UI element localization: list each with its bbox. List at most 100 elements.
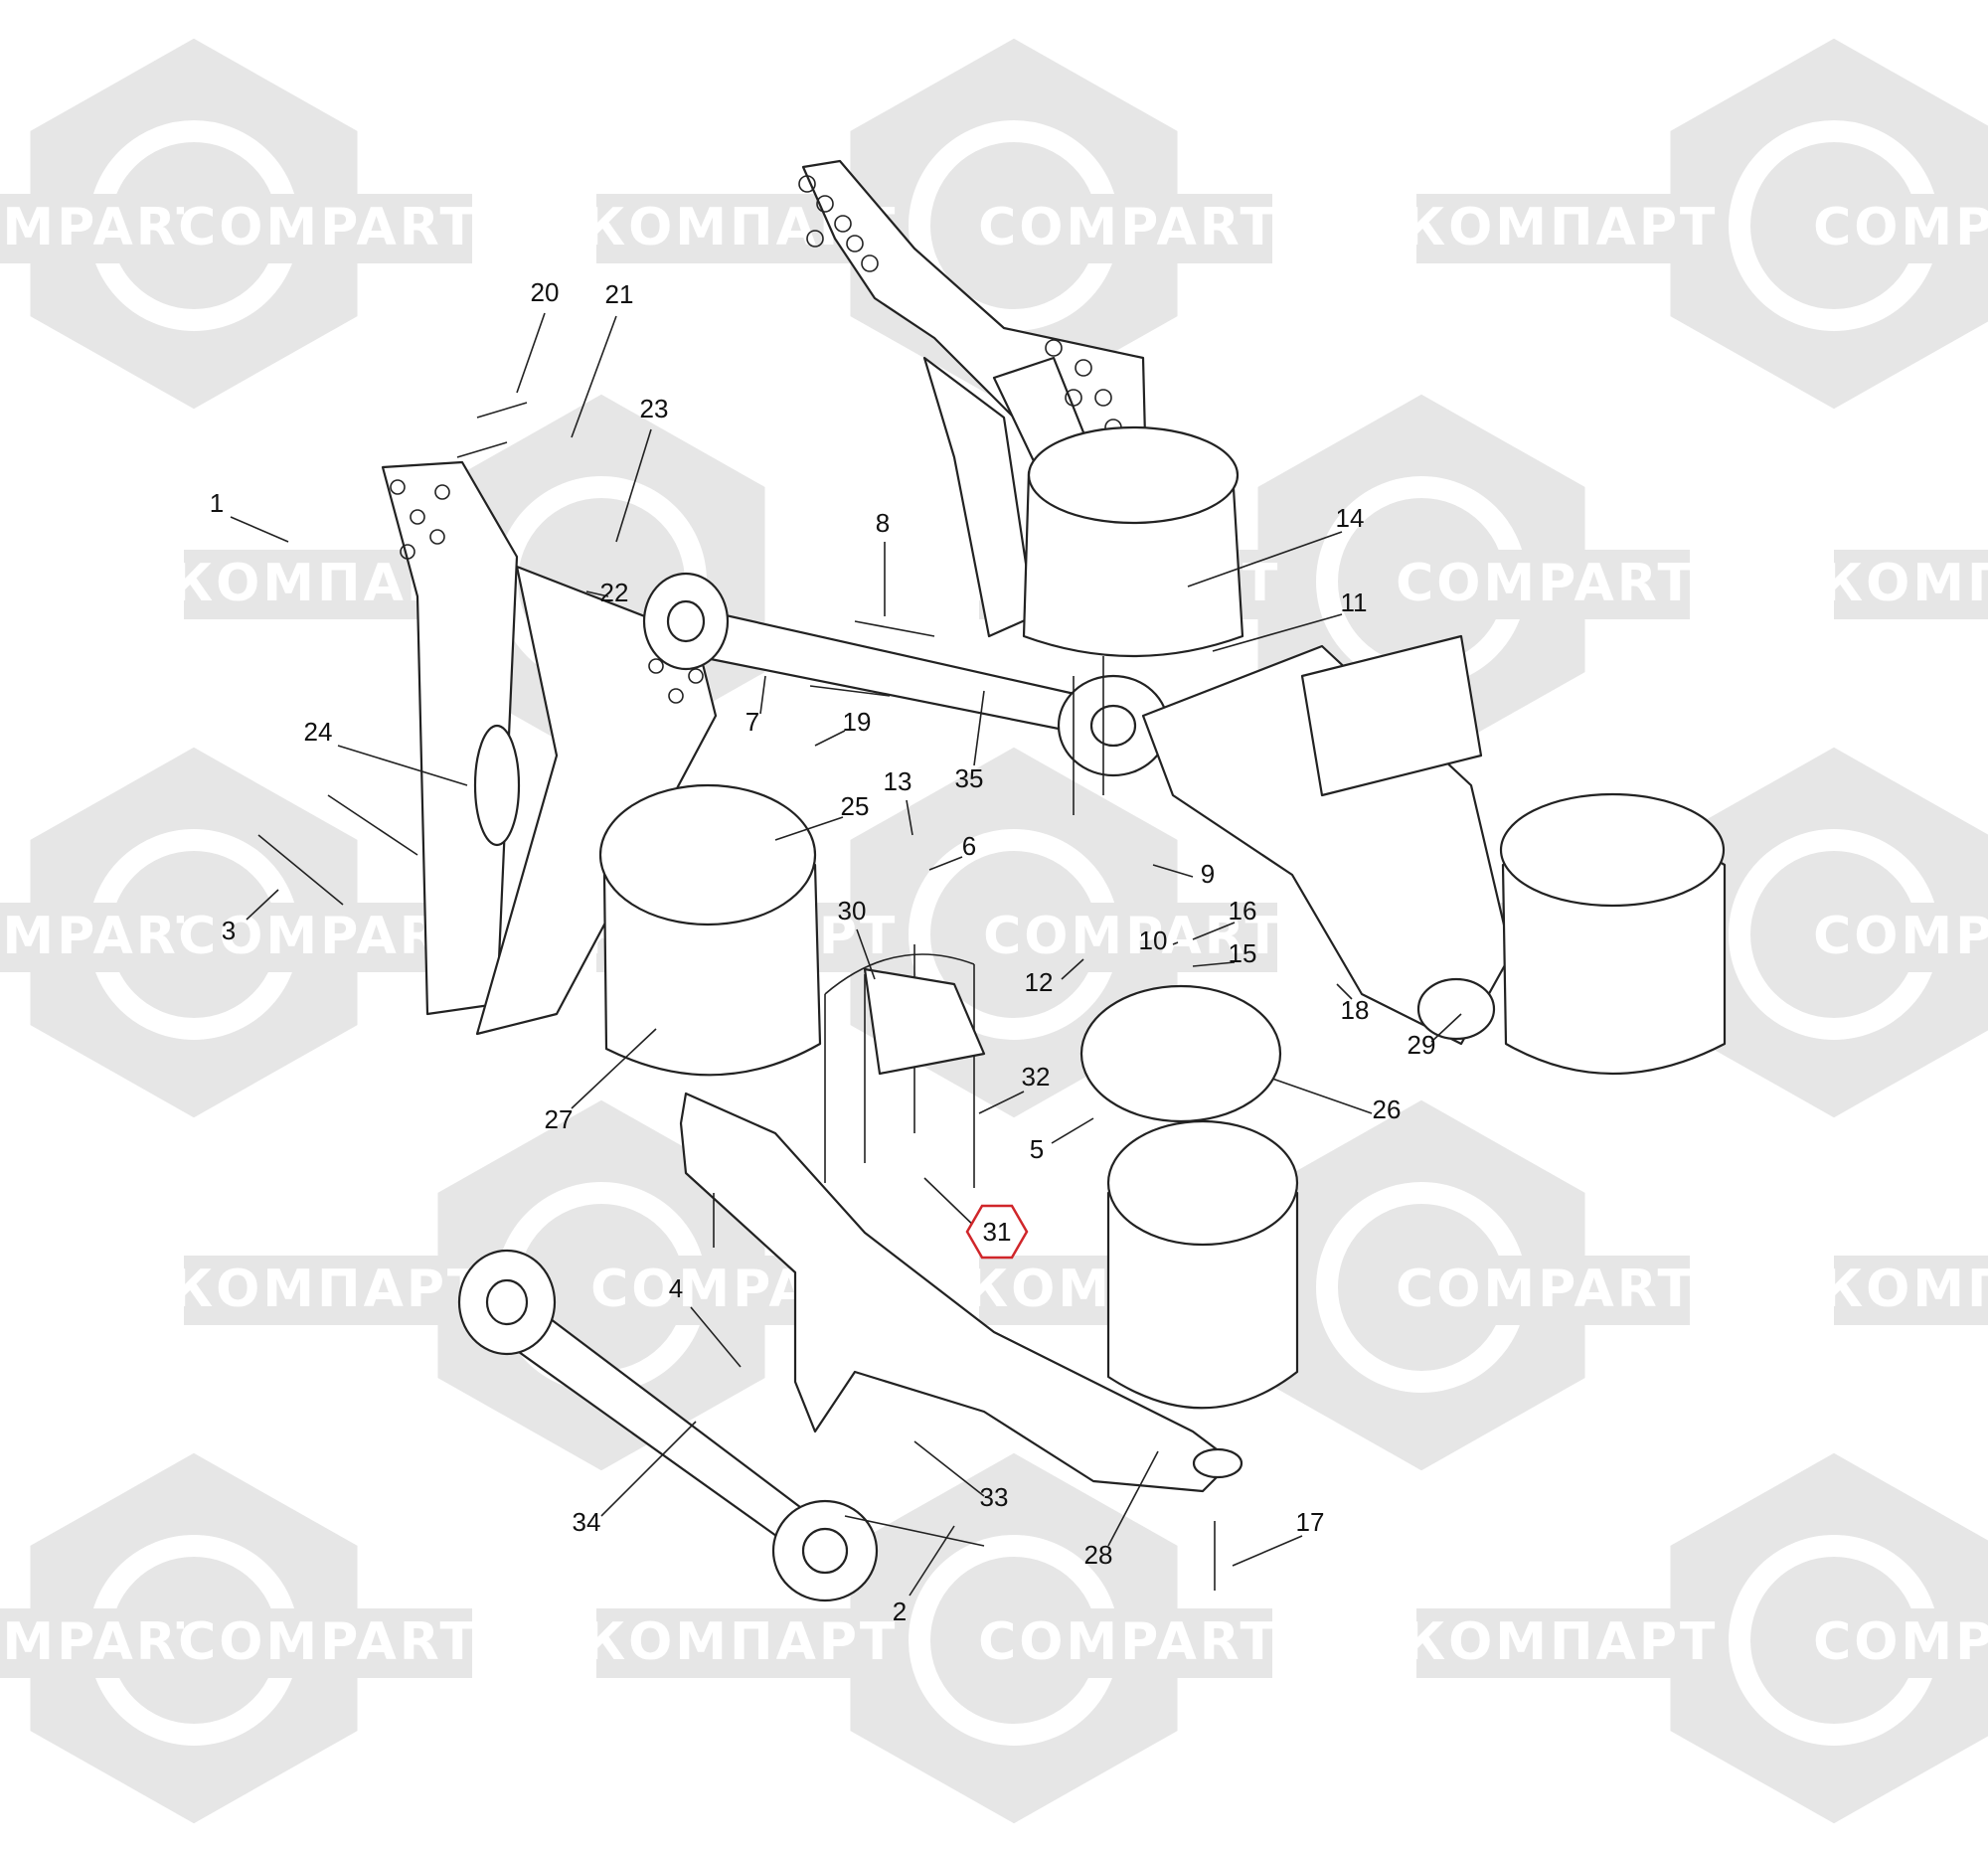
watermark-text: COMPART	[0, 198, 215, 257]
callout-label-34[interactable]: 34	[573, 1507, 601, 1537]
leader-line-31	[923, 1177, 980, 1232]
callout-label-35[interactable]: 35	[955, 763, 984, 793]
callout-label-10[interactable]: 10	[1139, 926, 1168, 955]
front-left-frame-bracket	[381, 460, 718, 1036]
watermark-text: COMPART	[1813, 198, 1988, 257]
leader-line-13	[906, 799, 913, 836]
watermark-band	[596, 1608, 885, 1678]
callout-label-4[interactable]: 4	[669, 1273, 683, 1303]
callout-label-20[interactable]: 20	[531, 277, 560, 307]
watermark-text: КОМПАРТ	[1404, 198, 1719, 257]
watermark-band	[184, 1256, 472, 1325]
callout-label-18[interactable]: 18	[1341, 995, 1370, 1025]
callout-label-5[interactable]: 5	[1030, 1134, 1044, 1164]
watermark-text: КОМПАРТ	[1404, 1612, 1719, 1672]
leader-line-1	[230, 516, 289, 543]
callout-label-11[interactable]: 11	[1341, 588, 1368, 617]
watermark-text: COMPART	[1813, 907, 1988, 966]
callout-label-3[interactable]: 3	[222, 916, 236, 945]
watermark-text: COMPART	[1813, 1612, 1988, 1672]
callout-label-16[interactable]: 16	[1229, 896, 1257, 926]
callout-label-1[interactable]: 1	[210, 488, 224, 518]
watermark-text: COMPART	[178, 1612, 478, 1672]
air-spring-upper-right	[1022, 425, 1244, 658]
callout-label-7[interactable]: 7	[746, 707, 759, 737]
leader-line-30	[856, 928, 876, 980]
leader-line-7	[759, 675, 766, 715]
leader-line-18	[1336, 983, 1353, 1000]
watermark-text: COMPART	[978, 198, 1278, 257]
watermark-band	[184, 1608, 472, 1678]
callout-label-33[interactable]: 33	[980, 1482, 1009, 1512]
leader-line-33	[913, 1440, 985, 1497]
callout-label-8[interactable]: 8	[876, 508, 890, 538]
callout-label-32[interactable]: 32	[1022, 1062, 1051, 1092]
watermark-text: COMPART	[978, 1612, 1278, 1672]
watermark-text: COMPART	[0, 907, 215, 966]
leader-line-25	[774, 816, 844, 841]
leader-line-26	[1271, 1078, 1373, 1114]
callout-label-24[interactable]: 24	[304, 717, 333, 747]
watermark-band	[1416, 1608, 1705, 1678]
callout-label-19[interactable]: 19	[843, 707, 872, 737]
watermark-text: КОМПАРТ	[171, 1260, 486, 1319]
callout-label-29[interactable]: 29	[1408, 1030, 1436, 1060]
callout-label-12[interactable]: 12	[1025, 967, 1054, 997]
callout-label-6[interactable]: 6	[962, 831, 976, 861]
leader-line-3	[246, 889, 279, 921]
callout-label-28[interactable]: 28	[1084, 1540, 1113, 1570]
callout-label-9[interactable]: 9	[1201, 859, 1215, 889]
watermark-band	[1819, 1608, 1988, 1678]
bolts-and-pins	[257, 402, 1216, 1591]
leader-line-16	[1192, 922, 1236, 940]
watermark-band	[184, 194, 472, 263]
air-spring-left-27	[598, 783, 822, 1077]
highlight-hexagon-31[interactable]	[965, 1204, 1029, 1260]
watermark-text: COMPART	[0, 1612, 215, 1672]
axle-housing	[1141, 634, 1513, 1046]
callout-label-25[interactable]: 25	[841, 791, 870, 821]
callout-label-2[interactable]: 2	[893, 1597, 907, 1626]
callout-label-26[interactable]: 26	[1373, 1094, 1402, 1124]
leader-line-10	[1172, 941, 1179, 945]
leader-line-9	[1152, 864, 1194, 878]
callout-label-14[interactable]: 14	[1336, 503, 1365, 533]
leader-line-32	[978, 1091, 1025, 1114]
lower-torque-rod-34	[457, 1249, 879, 1602]
callout-label-31[interactable]: 31	[983, 1217, 1012, 1247]
watermark-text: COMPART	[178, 198, 478, 257]
watermark-band	[1834, 550, 1988, 619]
callout-label-13[interactable]: 13	[884, 766, 912, 796]
watermark-text: COMPART	[1396, 554, 1696, 613]
leader-line-28	[1107, 1450, 1159, 1547]
air-spring-right	[1499, 792, 1727, 1076]
watermark-text: КОМПАРТ	[583, 1612, 899, 1672]
watermark-text: КОМПАРТ	[1821, 1260, 1988, 1319]
leader-lines	[230, 312, 1462, 1597]
callout-label-23[interactable]: 23	[640, 394, 669, 423]
watermark-band	[984, 194, 1272, 263]
leader-line-23	[615, 428, 652, 543]
watermark-band	[1819, 903, 1988, 972]
leader-line-34	[600, 1421, 697, 1517]
leader-line-4	[690, 1306, 742, 1368]
callout-label-22[interactable]: 22	[600, 578, 629, 607]
leader-line-5	[1051, 1117, 1094, 1144]
watermark-band	[1402, 550, 1690, 619]
leader-line-2	[909, 1525, 955, 1597]
leader-line-6	[928, 856, 963, 871]
watermark-band	[0, 194, 209, 263]
watermark-band	[1416, 194, 1705, 263]
callout-label-17[interactable]: 17	[1296, 1507, 1325, 1537]
leader-line-35	[973, 690, 985, 766]
leader-line-20	[516, 312, 546, 394]
leader-line-12	[1061, 958, 1084, 980]
callout-label-27[interactable]: 27	[545, 1104, 574, 1134]
callout-label-30[interactable]: 30	[838, 896, 867, 926]
callout-label-15[interactable]: 15	[1229, 938, 1257, 968]
watermark-band	[1834, 1256, 1988, 1325]
callout-label-21[interactable]: 21	[605, 279, 634, 309]
